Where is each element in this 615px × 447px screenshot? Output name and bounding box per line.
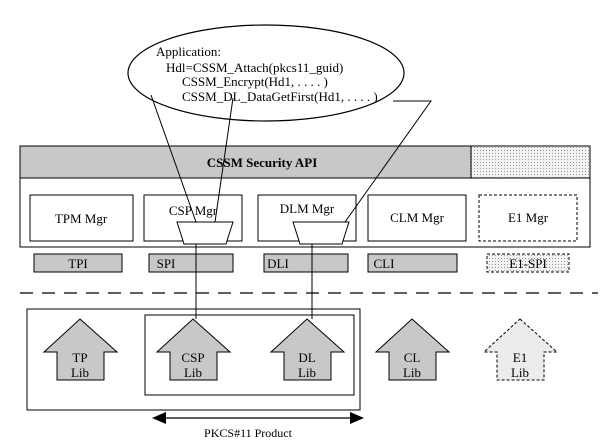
dl-callout-line-left <box>214 97 234 223</box>
spi-tab <box>148 253 234 273</box>
dl-funnel <box>292 221 350 245</box>
tpi-label: TPI <box>68 256 88 271</box>
e1-mgr-box <box>478 194 578 242</box>
library-outer-box <box>26 308 361 411</box>
application-title: Application: <box>156 44 221 59</box>
tpm-mgr-label: TPM Mgr <box>55 211 108 226</box>
tp-lib-line2: Lib <box>71 365 89 380</box>
clm-mgr-label: CLM Mgr <box>390 210 444 225</box>
dl-lib-shape <box>269 318 346 381</box>
e1-spi-label: E1-SPI <box>509 256 547 271</box>
cli-label: CLI <box>374 256 395 271</box>
e1-lib-line1: E1 <box>513 350 527 365</box>
cssm-api-label: CSSM Security API <box>207 155 318 170</box>
pkcs11-product-span: PKCS#11 Product <box>152 412 364 440</box>
csp-mgr-label: CSP Mgr <box>169 203 218 218</box>
application-line-3: CSSM_DL_DataGetFirst(Hd1, . . . . ) <box>182 89 378 104</box>
e1-lib-line2: Lib <box>511 365 529 380</box>
clm-mgr-box <box>367 194 467 242</box>
cssm-api-bar-extension <box>470 145 591 179</box>
tp-lib-shape <box>42 318 119 381</box>
csp-lib-shape <box>155 318 232 381</box>
pkcs11-arrow-left-head <box>152 412 166 424</box>
pkcs11-product-box <box>144 314 355 396</box>
e1-spi-tab <box>486 253 570 273</box>
csp-callout-line <box>150 94 197 223</box>
cli-tab <box>367 253 458 273</box>
application-line-2: CSSM_Encrypt(Hd1, . . . . ) <box>182 74 328 89</box>
interface-tabs: TPI SPI DLI CLI E1-SPI <box>33 253 570 273</box>
call-paths <box>150 94 432 319</box>
tp-lib-line1: TP <box>72 350 87 365</box>
cl-lib-shape <box>374 318 451 381</box>
dli-label: DLI <box>267 256 289 271</box>
tpi-tab <box>33 253 123 273</box>
csp-lib-line2: Lib <box>184 365 202 380</box>
library-shapes: TP Lib CSP Lib DL Lib CL Lib E1 Lib <box>42 318 559 381</box>
application-ellipse <box>127 24 405 122</box>
e1-lib-shape <box>482 318 559 381</box>
pkcs11-product-label: PKCS#11 Product <box>204 426 293 440</box>
pkcs11-arrow-right-head <box>350 412 364 424</box>
dl-lib-line1: DL <box>298 350 315 365</box>
spi-label: SPI <box>157 256 176 271</box>
csp-funnel <box>176 221 234 245</box>
dli-tab <box>263 253 349 273</box>
cl-lib-line2: Lib <box>403 365 421 380</box>
application-line-1: Hdl=CSSM_Attach(pkcs11_guid) <box>166 60 343 75</box>
dl-lib-line2: Lib <box>298 365 316 380</box>
csp-lib-line1: CSP <box>181 350 204 365</box>
tpm-mgr-box <box>29 194 134 242</box>
e1-mgr-label: E1 Mgr <box>508 210 549 225</box>
dlm-mgr-label: DLM Mgr <box>280 201 335 216</box>
dl-callout-line-right <box>344 100 432 223</box>
cl-lib-line1: CL <box>404 350 421 365</box>
application-bubble: Application: Hdl=CSSM_Attach(pkcs11_guid… <box>127 24 405 122</box>
manager-boxes: TPM Mgr CSP Mgr DLM Mgr CLM Mgr E1 Mgr <box>29 194 578 242</box>
